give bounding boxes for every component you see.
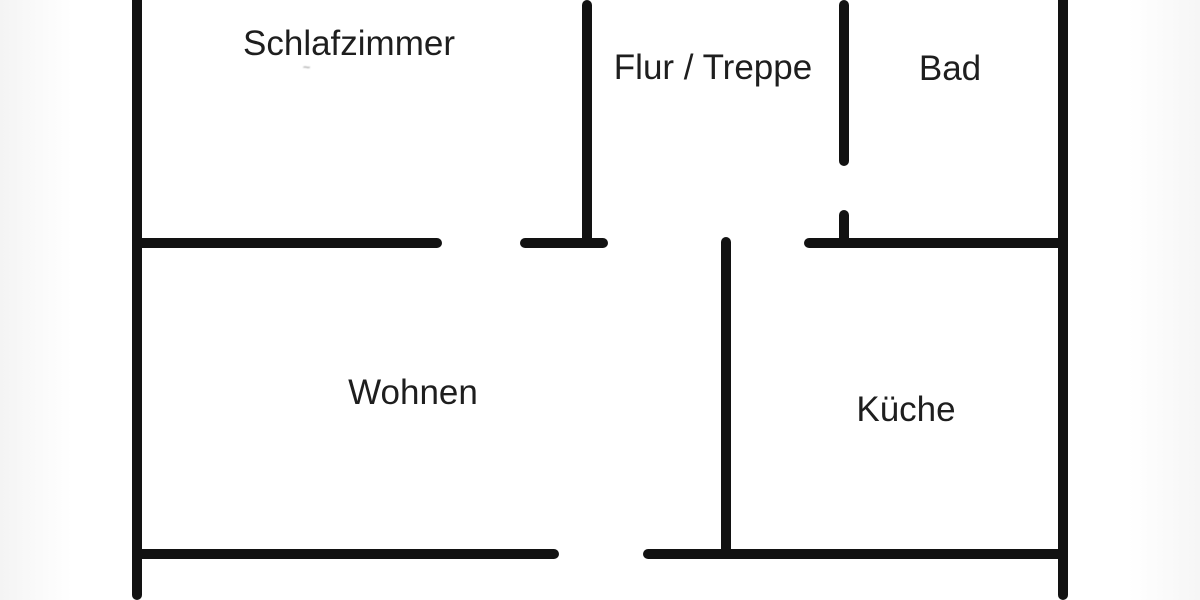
wall-schlafzimmer-bottom bbox=[132, 238, 442, 248]
wall-flur-bad-upper bbox=[839, 0, 849, 166]
room-label-bad: Bad bbox=[918, 49, 982, 88]
room-label-flur-treppe: Flur / Treppe bbox=[613, 48, 813, 87]
room-label-schlafzimmer: Schlafzimmer bbox=[243, 24, 455, 63]
wall-schlafzimmer-flur bbox=[582, 0, 592, 248]
wall-bad-bottom bbox=[804, 238, 1068, 248]
wall-kueche-bottom bbox=[643, 549, 1068, 559]
room-label-wohnen: Wohnen bbox=[348, 373, 478, 412]
wall-left-exterior bbox=[132, 0, 142, 600]
wall-flur-bad-door-stub bbox=[839, 210, 849, 248]
room-label-kueche: Küche bbox=[856, 390, 956, 429]
wall-right-exterior bbox=[1058, 0, 1068, 600]
wall-wohnen-bottom bbox=[132, 549, 559, 559]
wall-flur-door-stub bbox=[520, 238, 608, 248]
wall-wohnen-kueche bbox=[721, 237, 731, 559]
smudge-artifact: ~ bbox=[302, 59, 311, 75]
